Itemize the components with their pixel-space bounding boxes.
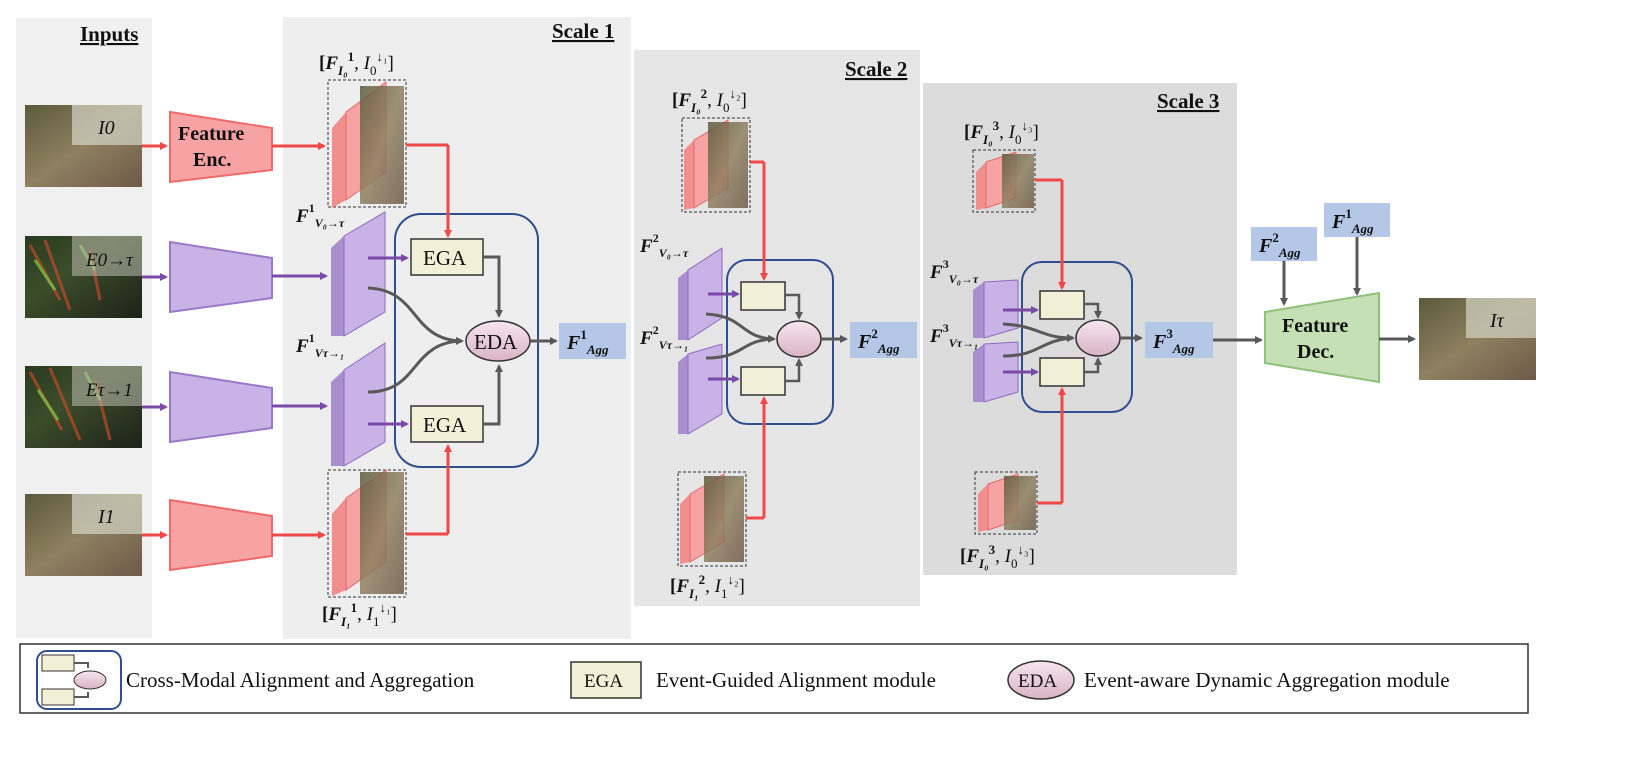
scale3-title: Scale 3	[1157, 89, 1219, 113]
legend-eda-shape-label: EDA	[1018, 671, 1057, 692]
legend-box	[19, 643, 1529, 714]
input-events-et1: Eτ→1	[25, 366, 142, 448]
s2-feature-v1	[678, 343, 723, 435]
output-label: Iτ	[1489, 310, 1505, 332]
s1-feature-i1	[327, 469, 407, 598]
scale2-title: Scale 2	[845, 57, 907, 81]
encoder-i0	[169, 110, 273, 184]
s3-ega-eda-bot	[1084, 357, 1102, 374]
legend-ega-box-label: EGA	[584, 671, 623, 692]
output-frame: Iτ	[1419, 298, 1536, 380]
input-frame-i1: I1	[25, 494, 142, 576]
encoder-label-1: Feature	[178, 123, 244, 145]
s1-ega-bottom-label: EGA	[423, 413, 467, 437]
s1-ega-eda-bot	[483, 364, 503, 426]
scale1-title: Scale 1	[552, 19, 614, 43]
s1-feature-v1	[331, 342, 386, 467]
s2-v1-eda	[705, 337, 775, 360]
s1-feature-i0	[327, 79, 407, 208]
legend-cmaa-icon	[36, 650, 122, 710]
i0-label: I0	[97, 117, 115, 139]
s2-cmaa-box	[726, 259, 834, 425]
inputs-title: Inputs	[80, 22, 138, 46]
s2-fagg	[850, 322, 917, 358]
decoder-label-2: Dec.	[1297, 341, 1334, 363]
s2-feature-i0	[681, 117, 751, 213]
agg2-input	[1251, 227, 1317, 261]
s1-eda-label: EDA	[474, 330, 518, 354]
s2-ega-top	[740, 281, 786, 311]
decoder-label-1: Feature	[1282, 315, 1348, 337]
s3-ega-eda-top	[1084, 302, 1102, 319]
s3-ega-top	[1039, 290, 1085, 320]
s1-feature-v0	[331, 211, 386, 337]
s1-v1-eda	[367, 339, 463, 394]
s1-v0-eda	[367, 286, 464, 345]
s3-fagg	[1145, 322, 1213, 358]
i1-label: I1	[97, 506, 115, 528]
et1-label: Eτ→1	[85, 380, 133, 401]
legend-ega-text: Event-Guided Alignment module	[656, 668, 936, 692]
s3-v1-eda	[1002, 336, 1074, 358]
s1-fagg	[559, 323, 626, 359]
legend-ega-box	[570, 661, 642, 699]
legend-eda-shape	[1007, 660, 1075, 700]
s2-feature-v0	[678, 247, 723, 341]
encoder-et1	[169, 370, 273, 444]
s1-ega-top	[410, 238, 484, 276]
input-events-e0t: E0→τ	[25, 236, 142, 318]
input-frame-i0: I0	[25, 105, 142, 187]
s1-ega-eda-top	[483, 255, 503, 318]
encoder-e0t	[169, 240, 273, 314]
encoder-label-2: Enc.	[193, 149, 231, 171]
s1-ega-top-label: EGA	[423, 246, 467, 270]
s2-fi0-label: [FI₀2, I0↓₂]	[672, 86, 747, 115]
s2-ega-eda-top	[785, 293, 803, 320]
encoder-i1	[169, 498, 273, 572]
e0t-label: E0→τ	[85, 250, 134, 271]
feature-decoder	[1264, 291, 1380, 384]
s2-v0-eda	[705, 312, 776, 343]
s3-eda	[1075, 319, 1121, 357]
legend-eda-text: Event-aware Dynamic Aggregation module	[1084, 668, 1450, 692]
s2-feature-i1	[677, 471, 747, 567]
s2-fagg-label: F2Agg	[857, 326, 900, 356]
s2-ega-bottom	[740, 366, 786, 396]
legend-cmaa-text: Cross-Modal Alignment and Aggregation	[126, 668, 475, 692]
s3-feature-i1	[974, 471, 1038, 535]
s2-eda	[776, 320, 822, 358]
s2-ega-eda-bot	[785, 358, 803, 383]
agg1-input	[1324, 203, 1390, 237]
s3-ega-bottom	[1039, 357, 1085, 387]
